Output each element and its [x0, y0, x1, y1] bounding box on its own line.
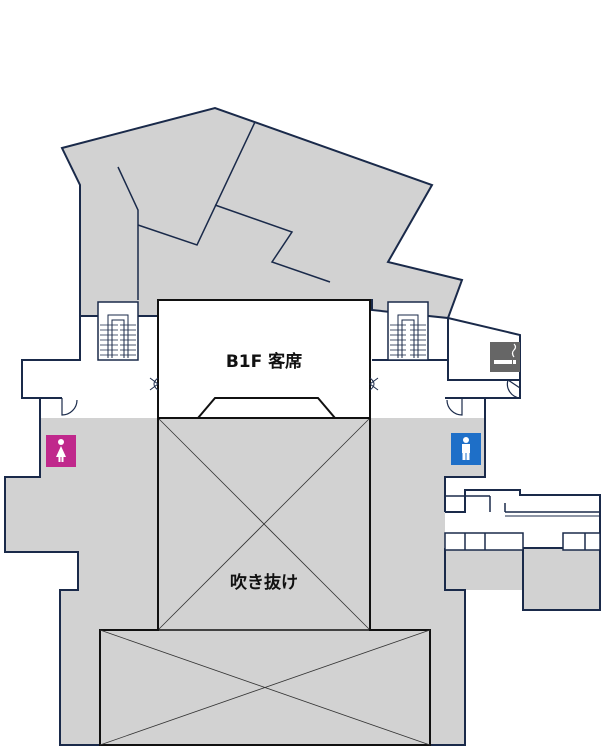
right-annex: [444, 489, 601, 611]
atrium-area: [99, 417, 431, 746]
seating-room: [149, 299, 379, 419]
atrium-label: 吹き抜け: [230, 572, 298, 593]
staircase-left: [97, 301, 139, 361]
smoking-area-icon[interactable]: [490, 342, 520, 372]
womens-restroom-icon[interactable]: [46, 435, 76, 467]
lower-hall-area: [4, 400, 600, 746]
seating-label: B1F 客席: [226, 351, 302, 372]
staircase-right: [387, 301, 429, 361]
mens-restroom-icon[interactable]: [451, 433, 481, 465]
upper-building-area: [60, 106, 464, 320]
